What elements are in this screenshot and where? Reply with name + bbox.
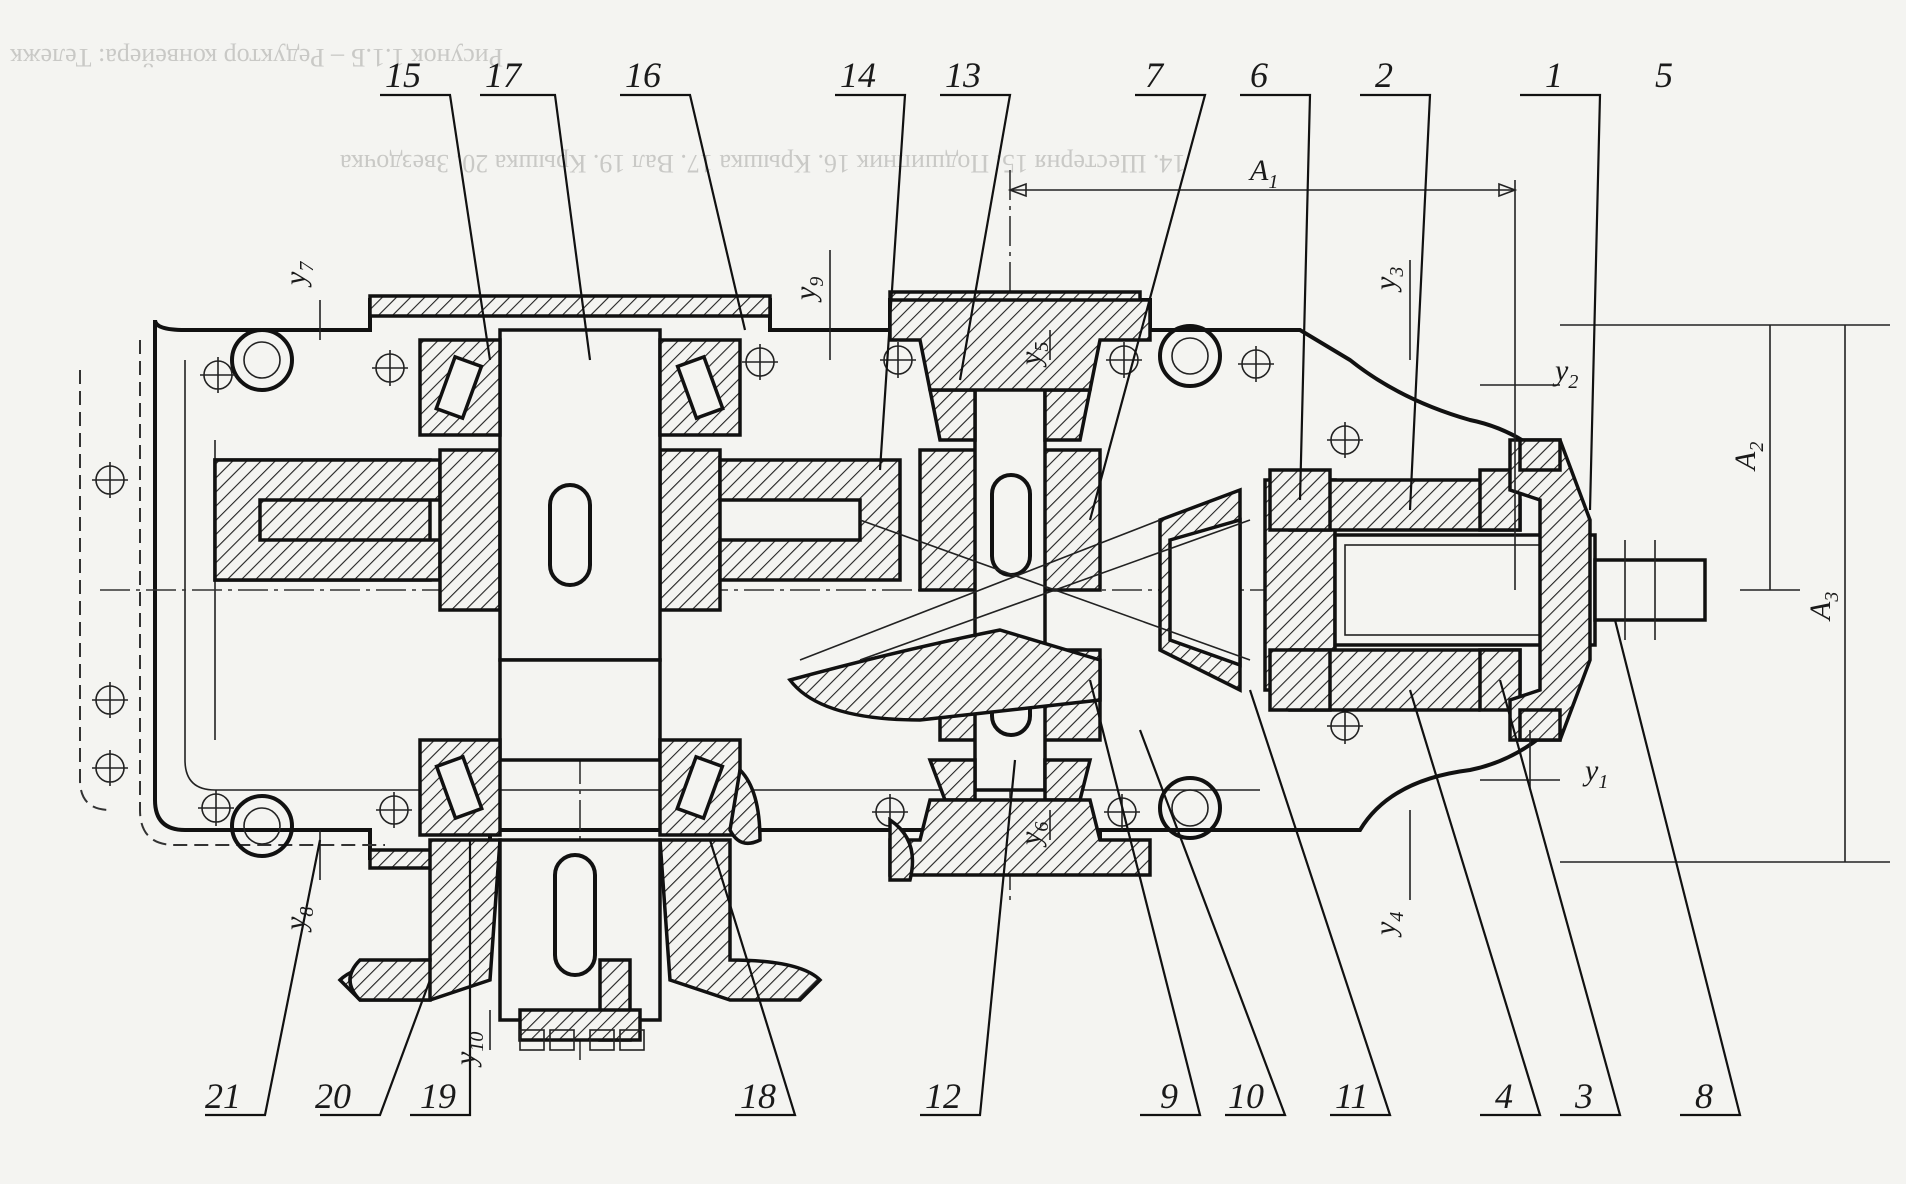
dim-label-y1: y1 bbox=[1582, 754, 1608, 793]
bolt-holes bbox=[92, 324, 1363, 858]
dimension-labels: A1 A2 A3 y1 y2 y3 y4 y5 y6 y7 y8 y9 y10 bbox=[279, 154, 1843, 1068]
dim-label-y8: y8 bbox=[279, 907, 318, 933]
part-number-12: 12 bbox=[925, 1076, 961, 1116]
part-number-21: 21 bbox=[205, 1076, 241, 1116]
dim-label-y4: y4 bbox=[1369, 912, 1408, 938]
dim-label-y6: y6 bbox=[1014, 822, 1053, 848]
dim-label-a3: A3 bbox=[1804, 592, 1843, 622]
part-numbers-bottom: 21 20 19 18 12 9 10 11 4 3 8 bbox=[205, 1076, 1713, 1116]
pitch-cone-lines bbox=[799, 519, 1251, 661]
part-number-5: 5 bbox=[1655, 55, 1673, 95]
part-number-10: 10 bbox=[1228, 1076, 1264, 1116]
part-number-3: 3 bbox=[1574, 1076, 1593, 1116]
left-gear-wheel bbox=[213, 328, 902, 762]
part-number-18: 18 bbox=[740, 1076, 776, 1116]
leader-lines bbox=[205, 93, 1742, 1117]
part-number-1: 1 bbox=[1545, 55, 1563, 95]
part-number-2: 2 bbox=[1375, 55, 1393, 95]
part-number-11: 11 bbox=[1335, 1076, 1368, 1116]
output-sprocket-assembly bbox=[337, 766, 915, 1051]
middle-gear-shaft bbox=[888, 298, 1152, 877]
part-number-17: 17 bbox=[485, 55, 523, 95]
part-numbers-top: 15 17 16 14 13 7 6 2 1 5 bbox=[385, 55, 1673, 95]
part-number-19: 19 bbox=[420, 1076, 456, 1116]
dim-label-y9: y9 bbox=[789, 277, 828, 303]
bevel-pinion-assembly bbox=[787, 438, 1707, 742]
part-number-14: 14 bbox=[840, 55, 876, 95]
part-number-15: 15 bbox=[385, 55, 421, 95]
dim-label-a2: A2 bbox=[1729, 442, 1768, 472]
part-number-4: 4 bbox=[1495, 1076, 1513, 1116]
dimension-lines bbox=[319, 180, 1890, 1050]
part-number-9: 9 bbox=[1160, 1076, 1178, 1116]
part-number-7: 7 bbox=[1145, 55, 1165, 95]
part-number-13: 13 bbox=[945, 55, 981, 95]
dim-label-y10: y10 bbox=[449, 1032, 488, 1068]
part-number-8: 8 bbox=[1695, 1076, 1713, 1116]
part-number-16: 16 bbox=[625, 55, 661, 95]
part-number-6: 6 bbox=[1250, 55, 1268, 95]
dim-label-y3: y3 bbox=[1369, 267, 1408, 293]
dim-label-a1: A1 bbox=[1248, 154, 1278, 193]
dim-label-y2: y2 bbox=[1552, 354, 1578, 393]
dim-label-y5: y5 bbox=[1014, 342, 1053, 368]
dim-label-y7: y7 bbox=[279, 261, 318, 288]
part-number-20: 20 bbox=[315, 1076, 351, 1116]
